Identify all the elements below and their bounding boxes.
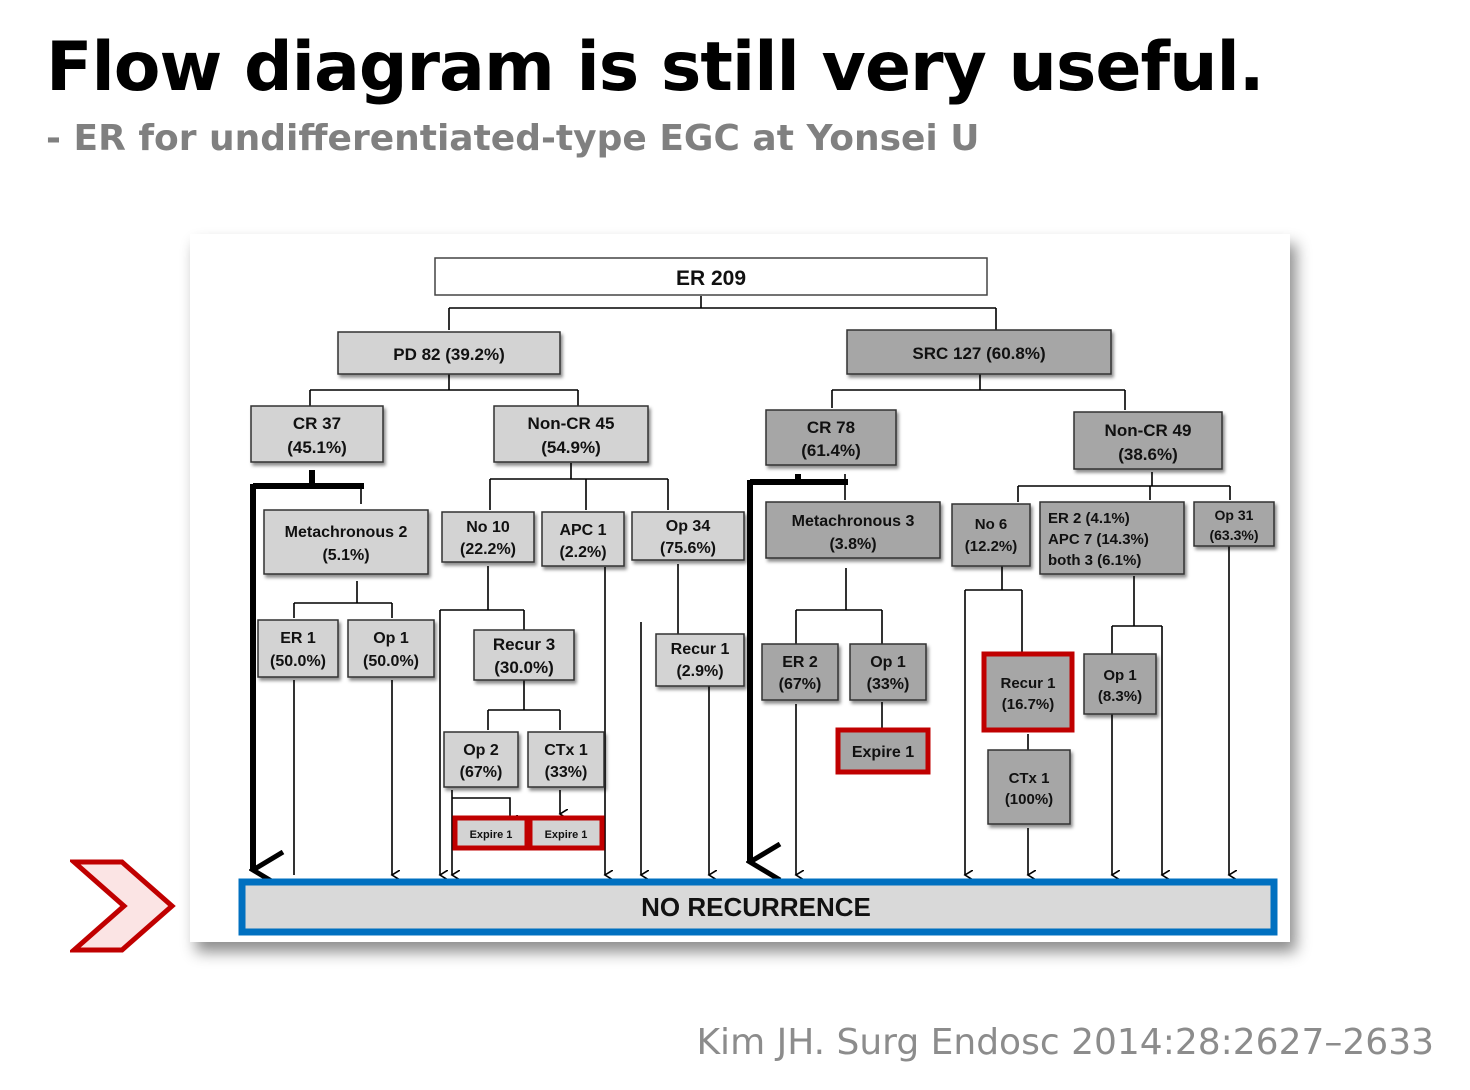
connector-lines: [293, 296, 1230, 875]
svg-text:CR 37: CR 37: [293, 414, 341, 433]
svg-text:Op 2: Op 2: [463, 742, 499, 759]
svg-text:CTx 1: CTx 1: [544, 742, 588, 759]
cr-direct-arrows: [253, 470, 848, 870]
node-src-noncr-49: Non-CR 49 (38.6%): [1073, 411, 1223, 470]
node-src-recur-1: Recur 1 (16.7%): [981, 651, 1075, 733]
svg-text:(100%): (100%): [1005, 791, 1053, 808]
node-pd-er-1: ER 1 (50.0%): [257, 619, 339, 678]
svg-text:ER 209: ER 209: [676, 267, 746, 290]
node-pd-no-10: No 10 (22.2%): [441, 511, 535, 563]
svg-text:(30.0%): (30.0%): [494, 658, 554, 677]
node-src-cr-78: CR 78 (61.4%): [765, 409, 897, 466]
svg-text:(12.2%): (12.2%): [965, 538, 1018, 555]
node-src-op-31: Op 31 (63.3%): [1193, 501, 1275, 547]
svg-text:Op 1: Op 1: [1103, 667, 1136, 684]
node-src-ctx-1: CTx 1 (100%): [987, 749, 1071, 825]
svg-text:(38.6%): (38.6%): [1118, 445, 1178, 464]
svg-text:Expire 1: Expire 1: [470, 829, 513, 841]
slide-title: Flow diagram is still very useful.: [46, 28, 1265, 107]
svg-text:(75.6%): (75.6%): [660, 540, 716, 557]
svg-text:(63.3%): (63.3%): [1209, 527, 1258, 543]
svg-text:Recur 3: Recur 3: [493, 635, 555, 654]
svg-text:CTx 1: CTx 1: [1009, 770, 1050, 787]
svg-text:Expire 1: Expire 1: [545, 829, 588, 841]
node-src-metachronous-3: Metachronous 3 (3.8%): [765, 501, 941, 559]
node-src-op-1b: Op 1 (8.3%): [1083, 653, 1157, 715]
svg-text:(33%): (33%): [545, 764, 588, 781]
node-src-er-2: ER 2 (67%): [761, 643, 839, 701]
svg-text:Recur 1: Recur 1: [671, 641, 730, 658]
svg-text:(2.2%): (2.2%): [559, 544, 606, 561]
svg-text:APC 7 (14.3%): APC 7 (14.3%): [1048, 531, 1149, 548]
svg-text:Op 1: Op 1: [373, 630, 409, 647]
svg-text:(33%): (33%): [867, 676, 910, 693]
node-src-expire: Expire 1: [835, 727, 931, 775]
svg-text:SRC 127 (60.8%): SRC 127 (60.8%): [912, 344, 1045, 363]
svg-text:(22.2%): (22.2%): [460, 541, 516, 558]
node-pd-ctx-1: CTx 1 (33%): [527, 731, 605, 788]
node-src-no-6: No 6 (12.2%): [951, 503, 1031, 567]
node-pd-op-1: Op 1 (50.0%): [347, 619, 435, 678]
node-pd-op-34: Op 34 (75.6%): [631, 511, 745, 561]
node-pd-expire-b: Expire 1: [527, 815, 605, 851]
node-pd-expire-a: Expire 1: [452, 815, 530, 851]
node-src-127: SRC 127 (60.8%): [846, 329, 1112, 375]
svg-text:both 3 (6.1%): both 3 (6.1%): [1048, 552, 1141, 569]
svg-text:(8.3%): (8.3%): [1098, 688, 1142, 705]
svg-text:(5.1%): (5.1%): [322, 547, 369, 564]
node-src-op-1: Op 1 (33%): [849, 643, 927, 701]
svg-text:(50.0%): (50.0%): [270, 653, 326, 670]
node-pd-metachronous-2: Metachronous 2 (5.1%): [263, 509, 429, 575]
node-pd-op-2: Op 2 (67%): [443, 731, 519, 788]
svg-text:Non-CR 49: Non-CR 49: [1105, 421, 1192, 440]
svg-text:PD 82 (39.2%): PD 82 (39.2%): [393, 345, 505, 364]
svg-text:Expire 1: Expire 1: [852, 744, 914, 761]
node-no-recurrence: NO RECURRENCE: [238, 878, 1278, 936]
svg-text:ER 2 (4.1%): ER 2 (4.1%): [1048, 510, 1130, 527]
svg-text:CR 78: CR 78: [807, 418, 855, 437]
svg-text:(67%): (67%): [460, 764, 503, 781]
chevron-right-icon: [70, 859, 176, 953]
flow-diagram: ER 209 PD 82 (39.2%) CR 37 (45.1%) Non-C…: [190, 234, 1290, 942]
svg-text:ER 2: ER 2: [782, 654, 818, 671]
svg-text:(61.4%): (61.4%): [801, 441, 861, 460]
node-pd-cr-37: CR 37 (45.1%): [250, 405, 384, 463]
svg-text:Op 31: Op 31: [1215, 507, 1254, 523]
node-pd-82: PD 82 (39.2%): [337, 331, 561, 375]
svg-text:No 6: No 6: [975, 516, 1008, 533]
node-pd-noncr-45: Non-CR 45 (54.9%): [493, 405, 649, 463]
svg-text:ER 1: ER 1: [280, 630, 316, 647]
svg-text:(2.9%): (2.9%): [676, 663, 723, 680]
svg-text:Op 1: Op 1: [870, 654, 906, 671]
svg-text:Metachronous 2: Metachronous 2: [285, 524, 408, 541]
svg-text:(50.0%): (50.0%): [363, 653, 419, 670]
svg-text:Recur 1: Recur 1: [1000, 675, 1055, 692]
citation: Kim JH. Surg Endosc 2014:28:2627–2633: [696, 1022, 1434, 1063]
node-er-209: ER 209: [434, 257, 988, 296]
svg-text:(16.7%): (16.7%): [1002, 696, 1055, 713]
svg-text:No 10: No 10: [466, 519, 510, 536]
svg-text:(67%): (67%): [779, 676, 822, 693]
svg-text:(45.1%): (45.1%): [287, 438, 347, 457]
node-pd-apc-1: APC 1 (2.2%): [541, 511, 625, 567]
svg-text:Op 34: Op 34: [666, 518, 711, 535]
svg-text:Metachronous 3: Metachronous 3: [792, 513, 915, 530]
svg-text:NO RECURRENCE: NO RECURRENCE: [641, 892, 871, 922]
svg-text:APC 1: APC 1: [559, 522, 606, 539]
svg-text:(3.8%): (3.8%): [829, 536, 876, 553]
svg-text:(54.9%): (54.9%): [541, 438, 601, 457]
node-pd-recur-1: Recur 1 (2.9%): [655, 633, 745, 687]
node-src-mixed: ER 2 (4.1%) APC 7 (14.3%) both 3 (6.1%): [1039, 501, 1185, 575]
svg-text:Non-CR 45: Non-CR 45: [528, 414, 615, 433]
slide-subtitle: - ER for undifferentiated-type EGC at Yo…: [46, 118, 980, 159]
node-pd-recur-3: Recur 3 (30.0%): [473, 629, 575, 681]
